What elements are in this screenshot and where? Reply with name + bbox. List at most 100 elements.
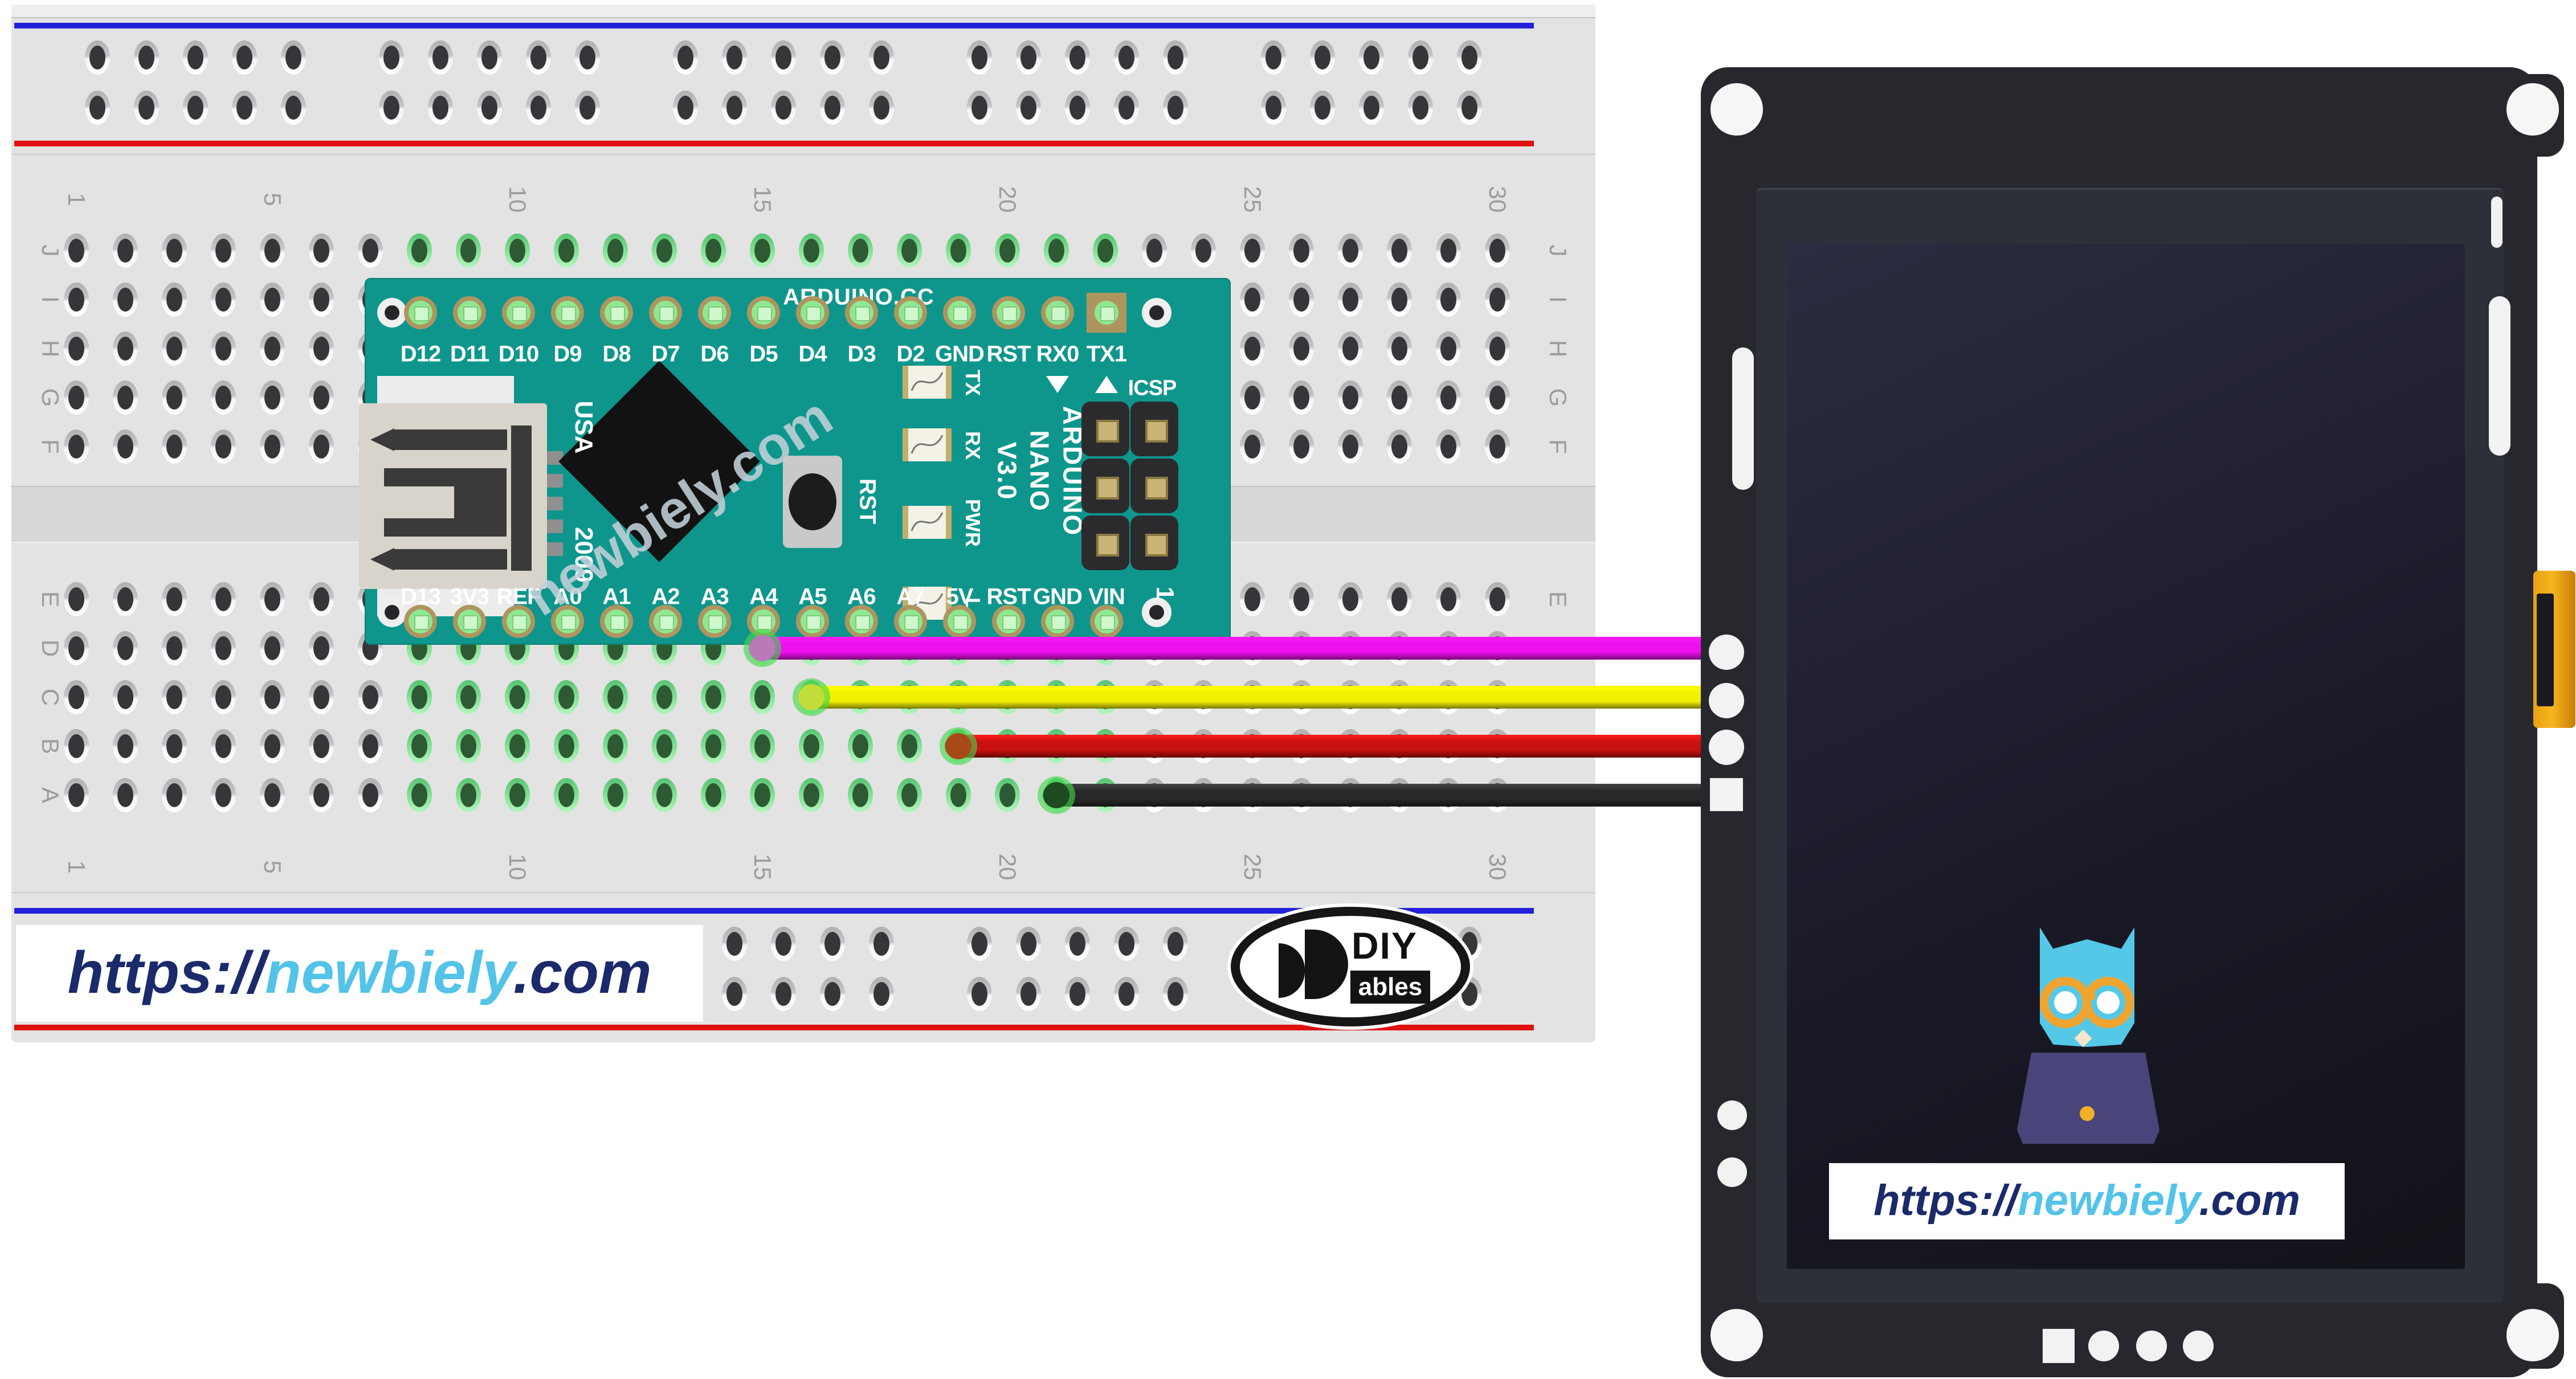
arduino-pin-label: D8: [602, 341, 631, 367]
breadboard-hole: [309, 283, 334, 317]
rail-hole: [820, 927, 845, 961]
breadboard-hole: [701, 680, 726, 714]
led-label: TX: [961, 369, 985, 396]
usb-contact: [393, 549, 507, 570]
rail-hole: [1359, 91, 1384, 125]
row-letter-label: D: [37, 639, 64, 657]
column-number-label: 1: [63, 193, 90, 206]
usb-mount-tab: [377, 376, 514, 404]
breadboard-hole: [260, 283, 285, 317]
column-number-label: 30: [1484, 853, 1511, 881]
column-number-label: 1: [63, 860, 90, 874]
breadboard-hole: [309, 429, 334, 464]
breadboard-hole: [260, 332, 285, 366]
rail-hole: [477, 40, 502, 75]
arduino-pin: [649, 605, 682, 638]
rail-hole: [1016, 40, 1041, 75]
url-tld: .com: [513, 940, 652, 1006]
rail-hole: [1310, 91, 1335, 125]
led-label: RX: [961, 431, 985, 460]
rail-hole: [1457, 977, 1482, 1011]
arduino-pin: [502, 296, 535, 329]
arduino-pin: [698, 296, 731, 329]
rail-hole: [1016, 91, 1041, 125]
breadboard-hole: [946, 778, 971, 812]
arduino-nano-board: USA 2009 newbiely.com ARDUINO.CC RST TXR…: [359, 278, 1231, 645]
breadboard-hole: [260, 380, 285, 415]
rail-hole: [1408, 40, 1433, 75]
rail-hole: [771, 40, 796, 75]
breadboard-hole: [1485, 582, 1510, 616]
arduino-pin: [600, 296, 633, 329]
breadboard-hole: [211, 332, 236, 366]
wire-red: [945, 735, 1716, 758]
arduino-pin: [943, 605, 976, 638]
breadboard-hole: [701, 778, 726, 812]
breadboard-hole: [64, 631, 89, 665]
rail-hole: [281, 40, 306, 75]
breadboard-hole: [162, 283, 187, 317]
rail-hole: [1065, 927, 1090, 961]
column-number-label: 5: [259, 193, 286, 206]
rail-hole: [1457, 40, 1482, 75]
rail-hole: [477, 91, 502, 125]
arduino-pin-label: A7: [896, 584, 925, 609]
display-side-slot: [1732, 347, 1754, 490]
breadboard-hole: [113, 234, 138, 268]
column-number-label: 10: [504, 186, 531, 213]
url-protocol: https://: [67, 940, 266, 1006]
wire-end-cap: [1043, 782, 1069, 808]
breadboard-hole: [1387, 234, 1412, 268]
breadboard-hole: [505, 234, 530, 268]
rx0-arrow-icon: [1046, 376, 1069, 393]
breadboard-hole: [750, 680, 775, 714]
breadboard-hole: [211, 729, 236, 763]
rail-hole: [967, 91, 992, 125]
power-rail-red-line-top: [14, 141, 1534, 146]
display-bottom-pad: [2183, 1331, 2214, 1361]
breadboard-hole: [456, 234, 481, 268]
row-letter-label: E: [1545, 591, 1571, 608]
breadboard-hole: [113, 380, 138, 415]
display-side-hole: [1717, 1100, 1747, 1130]
rail-hole: [771, 91, 796, 125]
rail-hole: [967, 40, 992, 75]
breadboard-hole: [162, 234, 187, 268]
rail-hole: [722, 927, 747, 961]
breadboard-hole: [211, 380, 236, 415]
arduino-pin-label: D11: [450, 341, 489, 367]
breadboard-hole: [554, 234, 579, 268]
breadboard-hole: [1338, 429, 1363, 464]
icsp-label: ICSP: [1128, 376, 1177, 400]
breadboard-hole: [309, 582, 334, 616]
arduino-pin-label: D2: [896, 341, 925, 367]
arduino-pin-label: A4: [749, 584, 778, 609]
rail-hole: [771, 927, 796, 961]
rail-hole: [1163, 927, 1188, 961]
display-side-hole: [1717, 1157, 1747, 1187]
breadboard-hole: [309, 680, 334, 714]
breadboard-hole: [113, 283, 138, 317]
breadboard-hole: [1289, 332, 1314, 366]
breadboard-hole: [1191, 234, 1216, 268]
rail-hole: [575, 40, 600, 75]
breadboard-hole: [1240, 234, 1265, 268]
arduino-pin-label: RST: [986, 584, 1031, 609]
status-led: [903, 506, 952, 539]
rail-hole: [820, 40, 845, 75]
breadboard-hole: [603, 778, 628, 812]
rail-hole: [575, 91, 600, 125]
icsp-pin: [1081, 515, 1129, 570]
oled-display-module: [1701, 67, 2575, 1377]
breadboard-hole: [1240, 582, 1265, 616]
display-side-slot: [2491, 197, 2502, 248]
arduino-pin-label: D12: [400, 341, 441, 367]
owl-laptop: [2017, 1053, 2159, 1144]
rail-hole: [967, 977, 992, 1011]
breadboard-hole: [260, 582, 285, 616]
arduino-pin-label: GND: [1033, 584, 1083, 609]
breadboard-hole: [64, 729, 89, 763]
breadboard-hole: [799, 729, 824, 763]
breadboard-hole: [505, 778, 530, 812]
